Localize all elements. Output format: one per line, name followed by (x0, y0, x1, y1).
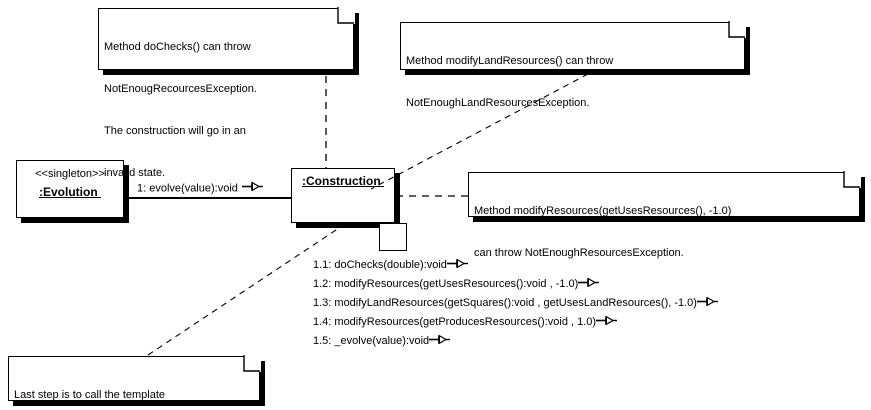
note-line: Method modifyResources(getUsesResources(… (474, 205, 732, 217)
note-fold-corner-icon (843, 171, 860, 188)
sub-message-row[interactable]: 1.1: doChecks(double):void (313, 256, 719, 275)
object-stereotype: <<singleton>> (35, 168, 105, 180)
note-fold-corner-icon (337, 7, 354, 24)
note-fold-mask (729, 21, 746, 38)
sub-message-list: 1.1: doChecks(double):void 1.2: modifyRe… (313, 256, 719, 351)
note-text: Method modifyResources(getUsesResources(… (474, 176, 856, 288)
note-line: NotEnoughLandResourcesException. (406, 97, 590, 109)
message-text: 1.3: modifyLandResources(getSquares():vo… (313, 297, 697, 309)
note-fold-corner-icon (728, 21, 745, 38)
object-box-evolution[interactable]: <<singleton>> :Evolution (16, 160, 129, 223)
note-fold-mask (844, 171, 861, 188)
association-link-evolution-construction[interactable] (124, 197, 291, 199)
object-name: :Evolution (39, 185, 101, 199)
sub-message-row[interactable]: 1.2: modifyResources(getUsesResources():… (313, 275, 719, 294)
note-body (98, 8, 354, 70)
object-box-body: <<singleton>> :Evolution (16, 160, 124, 218)
note-text: Last step is to call the template method… (14, 360, 256, 410)
message-text: 1.1: doChecks(double):void (313, 259, 447, 271)
call-arrow-icon (696, 296, 719, 309)
note-modifylandresources[interactable]: Method modifyLandResources() can throw N… (400, 21, 750, 109)
sub-message-row[interactable]: 1.4: modifyResources(getProducesResource… (313, 313, 719, 332)
message-label-1[interactable]: 1: evolve(value):void (137, 181, 264, 195)
note-fold-mask (338, 7, 355, 24)
note-line: can throw NotEnoughResourcesException. (474, 247, 684, 259)
note-fold-corner-icon (243, 355, 260, 372)
note-text: Method modifyLandResources() can throw N… (406, 26, 741, 138)
message-text: 1.4: modifyResources(getProducesResource… (313, 316, 597, 328)
sub-message-row[interactable]: 1.5: _evolve(value):void (313, 332, 719, 351)
note-text: Method doChecks() can throw NotEnougReco… (104, 12, 350, 208)
note-line-clipped: invalid state. (104, 167, 166, 179)
message-text: 1.2: modifyResources(getUsesResources():… (313, 278, 579, 290)
message-text: 1.5: _evolve(value):void (313, 335, 430, 347)
call-arrow-icon (596, 315, 618, 328)
note-line: Method modifyLandResources() can throw (406, 55, 614, 67)
call-arrow-icon (429, 334, 451, 347)
message-text: 1: evolve(value):void (137, 182, 238, 195)
sub-message-row[interactable]: 1.3: modifyLandResources(getSquares():vo… (313, 294, 719, 313)
object-name: :Construction (302, 174, 384, 188)
note-line: The construction will go in an (104, 125, 246, 137)
call-arrow-icon (241, 181, 264, 195)
note-line: Last step is to call the template (14, 389, 166, 401)
note-laststep[interactable]: Last step is to call the template method… (8, 355, 265, 406)
note-body (400, 22, 745, 70)
note-body (8, 356, 260, 401)
note-fold-mask (244, 355, 261, 372)
self-call-activation-box (379, 223, 407, 251)
note-modifyresources[interactable]: Method modifyResources(getUsesResources(… (468, 171, 865, 259)
note-line: Method doChecks() can throw (104, 41, 251, 53)
call-arrow-icon (446, 258, 469, 271)
note-line: NotEnougRecourcesException. (104, 83, 257, 95)
call-arrow-icon (578, 277, 600, 290)
note-dochecks[interactable]: Method doChecks() can throw NotEnougReco… (98, 7, 359, 179)
